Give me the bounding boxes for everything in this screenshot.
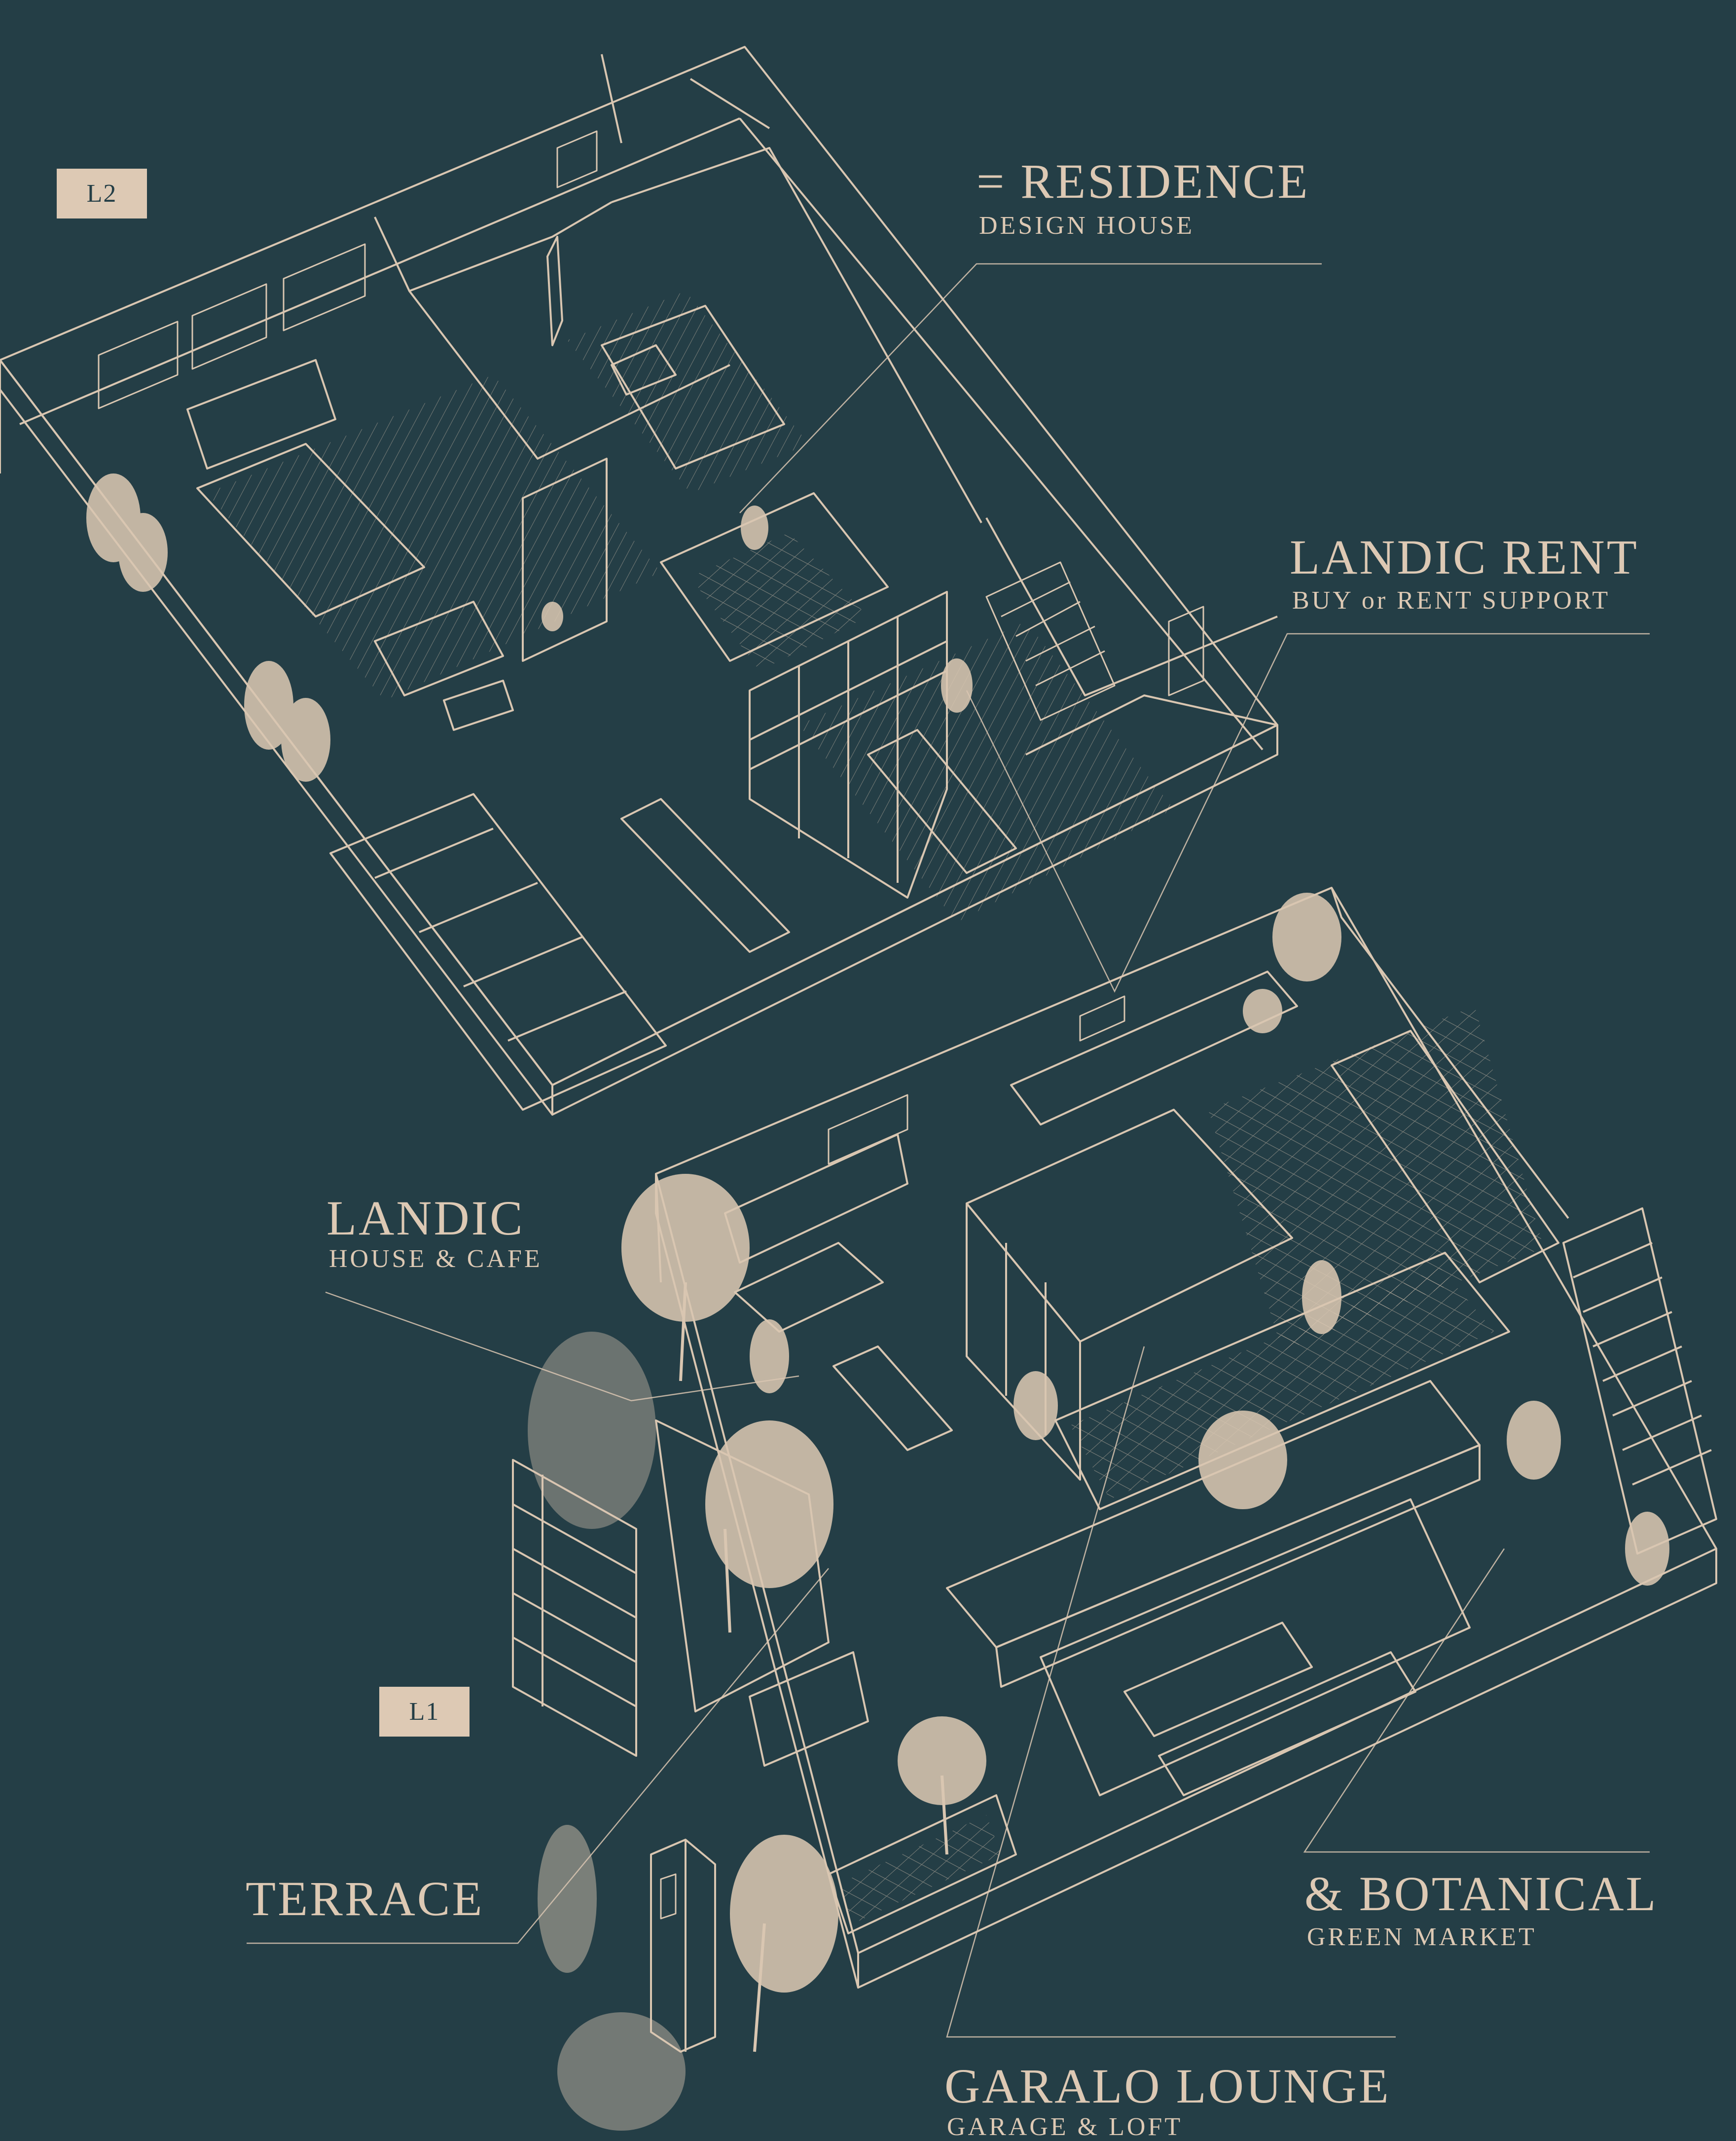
leader-lines: [247, 263, 1650, 2038]
upper-lounge-floor: [799, 621, 1174, 922]
rent-title: LANDIC RENT: [1290, 530, 1639, 584]
lounge-subtitle: GARAGE & LOFT: [947, 2113, 1183, 2141]
botanical-title: & BOTANICAL: [1304, 1866, 1658, 1921]
lounge-title: GARALO LOUNGE: [944, 2059, 1391, 2113]
cafe-subtitle: HOUSE & CAFE: [329, 1245, 542, 1273]
cafe-title: LANDIC: [326, 1191, 525, 1245]
rent-subtitle: BUY or RENT SUPPORT: [1292, 586, 1611, 615]
residence-subtitle: DESIGN HOUSE: [979, 212, 1194, 240]
lower-planter-grid: [838, 1815, 1001, 1923]
botanical-subtitle: GREEN MARKET: [1307, 1923, 1537, 1951]
upper-living-floor: [207, 375, 661, 700]
vegetation: [86, 473, 1669, 2131]
lower-grid-floor: [1208, 1006, 1544, 1351]
level-tag-l1: L1: [379, 1687, 470, 1737]
terrace-title: TERRACE: [246, 1871, 484, 1926]
tree-trunks: [679, 1282, 948, 2052]
upper-bedroom-floor: [567, 291, 809, 493]
upper-grid-floor: [690, 533, 868, 671]
residence-title: = RESIDENCE: [976, 154, 1310, 209]
lower-grid-floor-2: [1070, 1268, 1494, 1499]
level-tag-l2: L2: [57, 169, 147, 218]
